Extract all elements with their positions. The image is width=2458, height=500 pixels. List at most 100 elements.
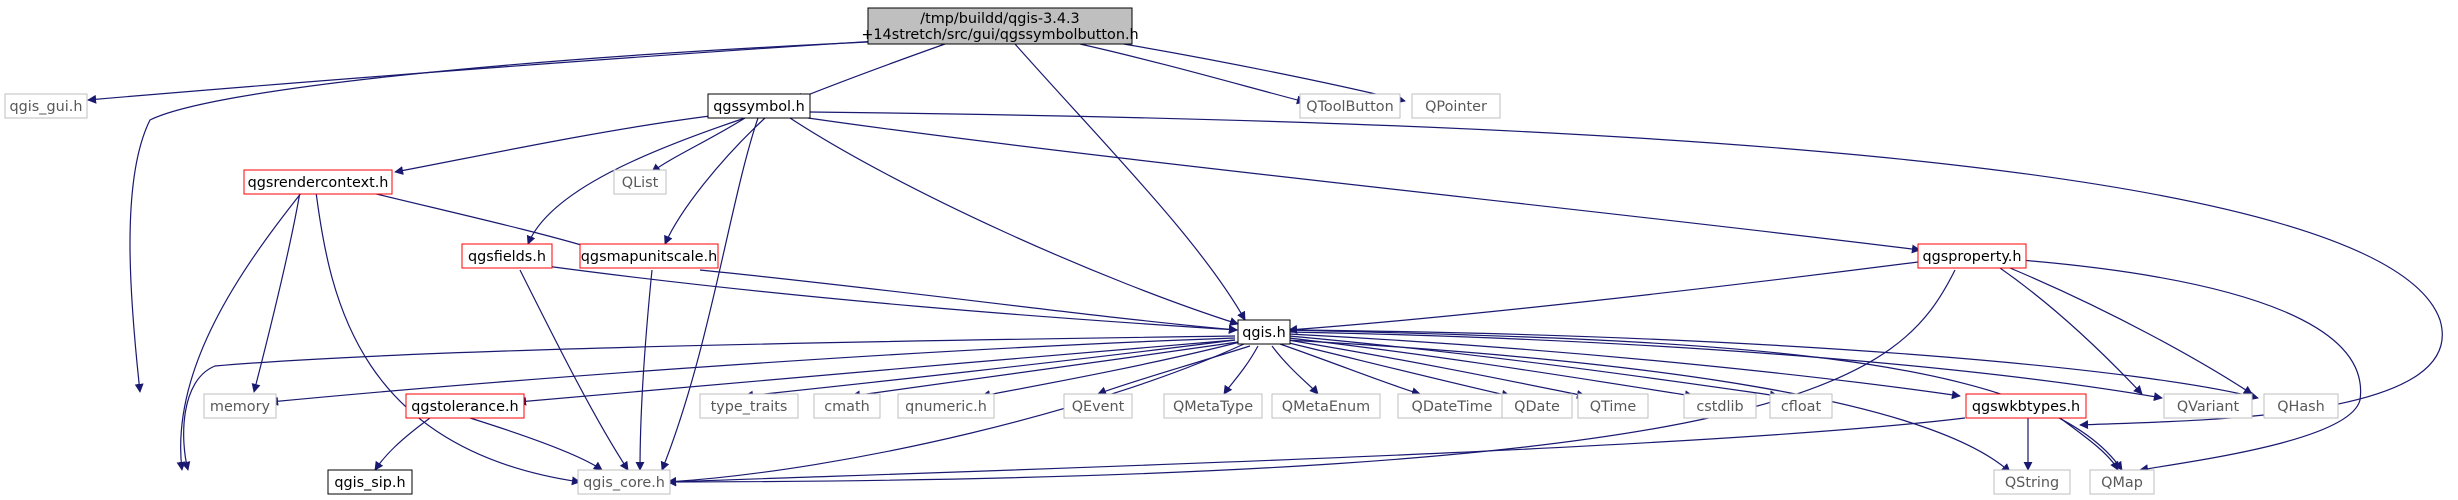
node-qgsmapunitscale[interactable]: qgsmapunitscale.h	[579, 243, 719, 269]
edge-root-qgis-gui	[87, 37, 926, 104]
node-qgis-sip-label: qgis_sip.h	[334, 475, 405, 491]
node-qgssymbol[interactable]: qgssymbol.h	[707, 93, 811, 119]
node-qgswkbtypes[interactable]: qgswkbtypes.h	[1965, 393, 2087, 419]
edge-qgsrendercontext-qgsmapunitscale	[359, 189, 599, 252]
node-type-traits-label: type_traits	[711, 399, 788, 415]
node-qgstolerance[interactable]: qgstolerance.h	[405, 393, 525, 419]
node-qlist[interactable]: QList	[613, 169, 667, 195]
edge-qgis-cstdlib	[1288, 337, 1694, 400]
node-qdate[interactable]: QDate	[1501, 393, 1573, 419]
node-qstring[interactable]: QString	[1993, 469, 2071, 495]
node-qmetaenum-label: QMetaEnum	[1282, 399, 1370, 415]
node-qtime-label: QTime	[1590, 399, 1637, 415]
node-qtoolbutton[interactable]: QToolButton	[1299, 93, 1401, 119]
edge-qgsrendercontext-qgis-sip	[176, 191, 303, 471]
edge-root-memory	[129, 39, 913, 393]
node-qgswkbtypes-label: qgswkbtypes.h	[1972, 399, 2080, 415]
node-root-line1: /tmp/buildd/qgis-3.4.3	[920, 11, 1079, 27]
edge-qgis-qdatetime	[1279, 343, 1421, 396]
node-cmath-label: cmath	[824, 399, 870, 415]
node-qpointer[interactable]: QPointer	[1411, 93, 1501, 119]
node-qgsproperty[interactable]: qgsproperty.h	[1917, 243, 2027, 269]
node-type-traits[interactable]: type_traits	[699, 393, 799, 419]
node-qgssymbol-label: qgssymbol.h	[713, 99, 804, 115]
edge-qgis-cmath	[851, 341, 1239, 400]
edge-qgis-qevent	[1097, 345, 1251, 396]
node-cstdlib-label: cstdlib	[1696, 399, 1743, 415]
edge-qgsfields-qgis	[545, 265, 1238, 334]
node-qevent[interactable]: QEvent	[1063, 393, 1133, 419]
node-qvariant[interactable]: QVariant	[2163, 393, 2253, 419]
edge-qgssymbol-qgsrendercontext	[394, 115, 711, 175]
edge-qgis-qgis-core	[667, 343, 1245, 486]
node-qmetatype[interactable]: QMetaType	[1163, 393, 1263, 419]
node-qnumeric[interactable]: qnumeric.h	[897, 393, 995, 419]
edge-root-qpointer	[1099, 39, 1406, 104]
edge-qgssymbol-qgsproperty	[807, 117, 1921, 254]
edge-qgssymbol-qlist	[651, 117, 746, 173]
node-qmetaenum[interactable]: QMetaEnum	[1271, 393, 1381, 419]
node-qmap[interactable]: QMap	[2089, 469, 2155, 495]
edge-qgssymbol-qstring	[809, 111, 2443, 430]
edge-qgssymbol-qgsmapunitscale	[664, 117, 766, 245]
edge-qgsproperty-qhash	[2009, 267, 2253, 395]
node-qlist-label: QList	[622, 175, 659, 191]
node-qgis-sip[interactable]: qgis_sip.h	[327, 469, 413, 495]
edge-qgis-qstring	[1285, 339, 2011, 473]
node-qgis-label: qgis.h	[1242, 325, 1285, 341]
node-cmath[interactable]: cmath	[813, 393, 881, 419]
edge-qgis-qgis-sip	[181, 335, 1236, 471]
node-qmetatype-label: QMetaType	[1173, 399, 1253, 415]
edge-qgis-qnumeric	[981, 341, 1241, 399]
node-cfloat[interactable]: cfloat	[1769, 393, 1833, 419]
node-root-line2: +14stretch/src/gui/qgssymbolbutton.h	[861, 27, 1138, 43]
node-qtoolbutton-label: QToolButton	[1306, 99, 1393, 115]
node-qgsfields[interactable]: qgsfields.h	[461, 243, 553, 269]
edge-qgis-memory	[269, 337, 1236, 406]
node-qgsmapunitscale-label: qgsmapunitscale.h	[581, 249, 717, 265]
edge-qgis-qgstolerance	[517, 339, 1236, 406]
node-qtime[interactable]: QTime	[1577, 393, 1649, 419]
node-qgsfields-label: qgsfields.h	[468, 249, 546, 265]
edge-qgis-qhash	[1288, 329, 2259, 401]
edge-qgssymbol-qgsfields	[526, 117, 746, 245]
edge-qgswkbtypes-qgis-core	[667, 417, 1966, 487]
edge-qgsproperty-qvariant	[1999, 267, 2143, 395]
edge-qgssymbol-qgis	[789, 117, 1239, 326]
edge-qgis-qmetatype	[1223, 345, 1259, 395]
node-qgis-core[interactable]: qgis_core.h	[577, 469, 671, 495]
node-qhash[interactable]: QHash	[2263, 393, 2339, 419]
node-qevent-label: QEvent	[1072, 399, 1125, 415]
node-cfloat-label: cfloat	[1781, 399, 1822, 415]
node-qgis-core-label: qgis_core.h	[583, 475, 665, 491]
edge-qgis-qgswkbtypes	[1288, 333, 1961, 400]
node-qdate-label: QDate	[1514, 399, 1560, 415]
edge-qgsproperty-qgis	[1288, 261, 1919, 334]
node-qgstolerance-label: qgstolerance.h	[411, 399, 518, 415]
node-qgis-gui-label: qgis_gui.h	[10, 99, 83, 115]
node-qgis-gui[interactable]: qgis_gui.h	[4, 93, 88, 119]
node-qgsrendercontext[interactable]: qgsrendercontext.h	[243, 169, 393, 195]
edge-qgsmapunitscale-qgis	[699, 269, 1238, 334]
node-qnumeric-label: qnumeric.h	[905, 399, 987, 415]
edge-qgis-qmetaenum	[1271, 345, 1319, 395]
edge-qgssymbol-qgis-core	[660, 117, 759, 471]
edge-qgis-type-traits	[744, 339, 1236, 400]
edge-qgsmapunitscale-qgis-core	[635, 269, 653, 471]
node-qgsrendercontext-label: qgsrendercontext.h	[248, 175, 389, 191]
node-cstdlib[interactable]: cstdlib	[1683, 393, 1757, 419]
edge-qgis-qtime	[1287, 339, 1586, 399]
node-root-qgssymbolbutton[interactable]: /tmp/buildd/qgis-3.4.3 +14stretch/src/gu…	[861, 7, 1139, 45]
node-qvariant-label: QVariant	[2177, 399, 2240, 415]
node-memory[interactable]: memory	[203, 393, 277, 419]
node-qpointer-label: QPointer	[1425, 99, 1487, 115]
node-qgis[interactable]: qgis.h	[1237, 319, 1291, 345]
edge-qgis-cfloat	[1288, 335, 1779, 400]
node-qhash-label: QHash	[2277, 399, 2325, 415]
edge-qgis-qmap	[1288, 329, 2123, 471]
node-qstring-label: QString	[2005, 475, 2059, 491]
node-qdatetime[interactable]: QDateTime	[1397, 393, 1507, 419]
node-qdatetime-label: QDateTime	[1412, 399, 1493, 415]
edge-root-qtoolbutton	[1079, 43, 1306, 105]
